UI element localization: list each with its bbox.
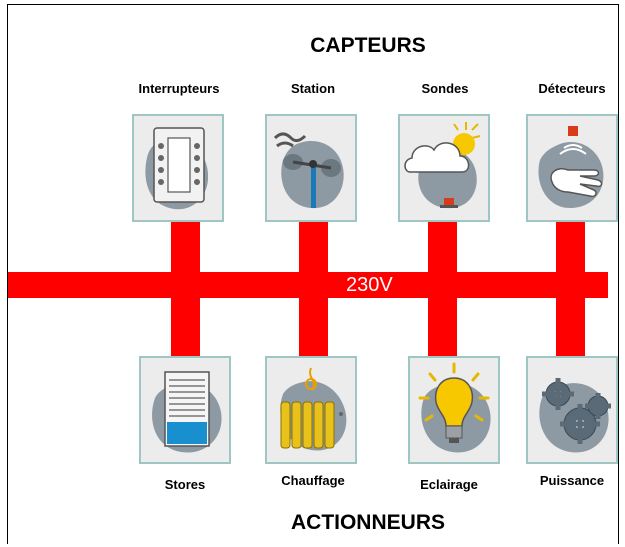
sensor-label-sondes: Sondes xyxy=(421,81,469,96)
actuator-label-stores: Stores xyxy=(164,477,206,492)
gears-icon xyxy=(539,378,611,453)
window-blinds-icon xyxy=(152,371,222,453)
bus-drop-3 xyxy=(428,222,457,356)
actuators-title: ACTIONNEURS xyxy=(290,511,445,534)
light-bulb-icon xyxy=(418,362,491,453)
radiator-icon xyxy=(280,367,347,451)
bus-drop-1 xyxy=(171,222,200,366)
weather-station-icon xyxy=(273,132,344,209)
actuator-label-chauffage: Chauffage xyxy=(281,473,345,488)
sensor-label-interrupteurs: Interrupteurs xyxy=(138,81,220,96)
motion-detector-hand-icon xyxy=(538,126,604,208)
tile-puissance xyxy=(526,356,618,464)
actuator-label-puissance: Puissance xyxy=(539,473,605,488)
tile-eclairage xyxy=(408,356,500,464)
wall-switch-icon xyxy=(145,127,209,210)
tile-interrupteurs xyxy=(132,114,224,222)
bus-drop-4 xyxy=(556,222,585,356)
frame-border xyxy=(7,4,619,544)
tile-stores xyxy=(139,356,231,464)
sensors-title: CAPTEURS xyxy=(310,34,426,57)
actuator-label-eclairage: Eclairage xyxy=(420,477,478,492)
bus-voltage-label: 230V xyxy=(346,274,393,296)
tile-chauffage xyxy=(265,356,357,464)
bus-drop-2 xyxy=(299,222,328,356)
sensor-label-station: Station xyxy=(290,81,336,96)
sensor-label-detecteurs: Détecteurs xyxy=(538,81,606,96)
tile-sondes xyxy=(398,114,490,222)
tile-detecteurs xyxy=(526,114,618,222)
tile-station xyxy=(265,114,357,222)
cloud-sun-sensor-icon xyxy=(404,122,481,209)
